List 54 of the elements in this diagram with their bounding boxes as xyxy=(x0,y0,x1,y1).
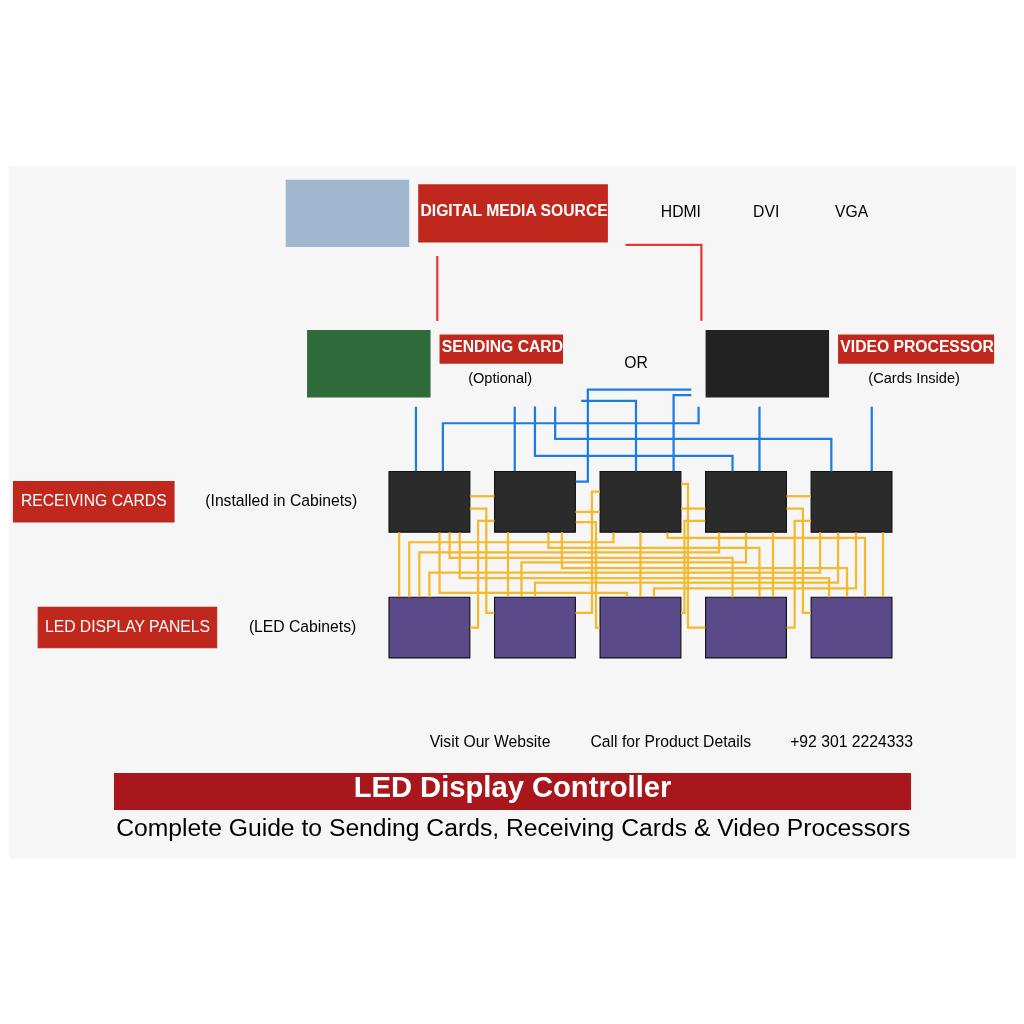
connector xyxy=(469,494,494,497)
connector xyxy=(575,387,691,483)
diagram-title: LED Display Controller xyxy=(353,770,671,803)
connector xyxy=(435,255,438,321)
connector xyxy=(469,519,495,629)
label: Visit Our Website xyxy=(429,732,550,750)
connector xyxy=(469,506,494,614)
connector xyxy=(786,519,811,629)
connector xyxy=(671,393,691,471)
connector xyxy=(771,531,774,597)
node-box xyxy=(493,596,576,658)
connector xyxy=(437,532,628,597)
connector xyxy=(680,519,705,614)
node-box xyxy=(599,470,681,533)
connector xyxy=(580,399,637,471)
label: (Installed in Cabinets) xyxy=(204,491,357,509)
connector xyxy=(553,406,832,471)
connector xyxy=(574,490,600,614)
connector xyxy=(575,520,600,629)
label: VGA xyxy=(834,202,868,220)
label: DVI xyxy=(752,202,779,220)
node-box xyxy=(810,596,892,658)
label: LED DISPLAY PANELS xyxy=(44,617,210,635)
connector xyxy=(881,531,884,597)
connector xyxy=(757,406,761,471)
connector xyxy=(407,531,615,597)
connector xyxy=(414,406,417,471)
connector xyxy=(397,531,400,597)
node-box xyxy=(599,596,681,658)
label: RECEIVING CARDS xyxy=(20,491,167,509)
node-box xyxy=(493,470,576,533)
label: (LED Cabinets) xyxy=(248,617,356,635)
node-box xyxy=(810,470,892,533)
node-box xyxy=(387,470,470,533)
node-box xyxy=(704,470,787,533)
connector xyxy=(546,531,761,597)
connector xyxy=(506,531,509,597)
connector xyxy=(786,494,811,497)
connector xyxy=(870,406,873,471)
node-box xyxy=(387,596,470,658)
connector xyxy=(513,406,516,471)
label: +92 301 2224333 xyxy=(789,732,913,750)
connector xyxy=(680,506,705,510)
connector xyxy=(625,243,702,321)
label: HDMI xyxy=(660,202,701,220)
connector xyxy=(519,532,747,597)
connector xyxy=(441,406,700,471)
connector xyxy=(638,531,642,597)
node-box xyxy=(704,596,787,658)
connector xyxy=(574,510,600,513)
caption: Complete Guide to Sending Cards, Receiving Cards & Video Processors xyxy=(115,813,910,841)
label: OR xyxy=(623,353,648,371)
connector xyxy=(785,506,811,614)
label: Call for Product Details xyxy=(589,732,751,750)
